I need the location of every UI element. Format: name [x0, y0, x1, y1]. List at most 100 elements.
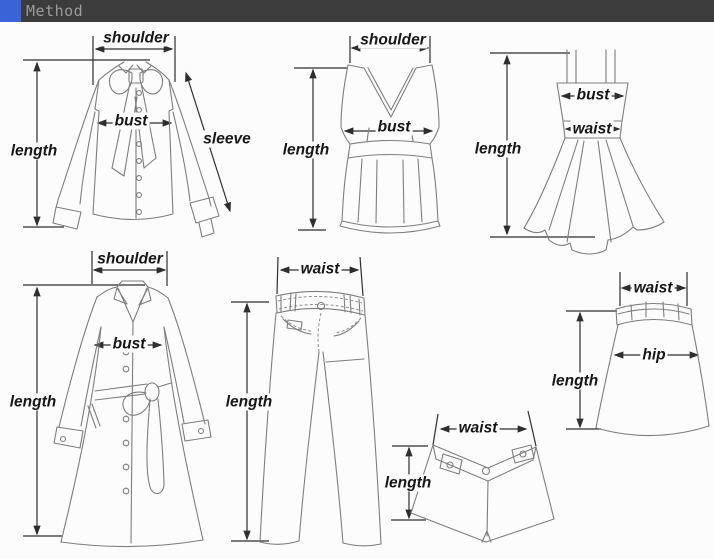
coat-sleeve-left-outer [58, 296, 98, 428]
shorts-tab-right [511, 444, 535, 464]
skirt-waist-label: waist [631, 279, 675, 297]
shorts-tab-right-button [519, 450, 527, 458]
coat-measure-lines [23, 251, 168, 537]
blouse-sleeve-left-inner [79, 111, 96, 205]
coat-shoulders [96, 286, 169, 299]
coat-belt [94, 382, 172, 401]
coat-pocket [87, 403, 101, 429]
skirt-waistband [615, 303, 693, 326]
dress-straps [566, 49, 616, 84]
skirt-seam-right [691, 324, 710, 427]
pants-inseam-right [322, 351, 344, 544]
skirt-measure-lines [566, 272, 700, 430]
dress-hem [523, 221, 665, 255]
pants-fly-stitching [317, 312, 322, 353]
pants-length-label: length [223, 393, 275, 411]
pants-pocket-left-stitch [280, 315, 312, 332]
coat-length-label: length [7, 393, 59, 411]
pants-waistband-stitching [277, 296, 364, 312]
shorts-tab-left [439, 453, 463, 475]
coat-cuff-right [181, 419, 212, 442]
pants-waist-ext-right [359, 256, 364, 297]
dress-skirt-left-edge [523, 137, 566, 229]
tank-hem [339, 220, 441, 234]
blouse-bust-label: bust [112, 112, 150, 130]
tank-lower-sides [341, 157, 439, 222]
shorts-waist-label: waist [456, 419, 500, 437]
coat-body-right [163, 326, 204, 541]
dress-skirt-right-edge [619, 137, 665, 223]
pants-hems [259, 540, 382, 547]
shorts-waist-ext-right [527, 410, 537, 447]
header-accent-block [0, 0, 21, 22]
coat-neck-v [117, 287, 148, 323]
coat-belt-knot [144, 382, 160, 402]
blouse-cuff-right-band [198, 218, 215, 238]
blouse-sleeve-label: sleeve [201, 130, 253, 148]
coat-bust-label: bust [110, 335, 148, 353]
coat-belt-tail [146, 398, 165, 494]
pants-thigh-seam [325, 358, 365, 363]
blouse-collar [118, 64, 152, 74]
shorts-tab-left-button [446, 461, 454, 469]
tank-panel-seams [357, 158, 423, 224]
pants-waistband [275, 290, 366, 316]
dress-drawing [523, 49, 665, 255]
dress-waist-label: waist [570, 120, 614, 138]
blouse-length-label: length [8, 142, 60, 160]
blouse-shoulder-label: shoulder [101, 29, 171, 47]
coat-cuff-right-button [197, 427, 205, 435]
blouse-cuff-left [52, 206, 82, 230]
blouse-sleeve-right-inner [172, 111, 191, 202]
pants-inseam-left [298, 351, 320, 542]
skirt-drawing [595, 301, 710, 437]
shorts-length-label: length [382, 474, 434, 492]
pants-button [316, 301, 326, 311]
section-header: Method [0, 0, 714, 22]
section-title: Method [26, 2, 84, 20]
blouse-sleeve-left-outer [55, 79, 100, 209]
coat-front-edge [130, 321, 134, 544]
tank-shoulder-tops [347, 64, 433, 69]
tank-top-drawing [339, 64, 441, 234]
dress-bodice [556, 82, 629, 122]
pants-pocket-right [333, 320, 360, 337]
coat-body-left [60, 326, 102, 543]
dress-bust-label: bust [574, 86, 612, 104]
tank-shoulder-label: shoulder [358, 31, 428, 49]
shorts-hems [410, 512, 555, 543]
blouse-bow-loop-right [139, 69, 163, 95]
tank-vneck-outer [363, 67, 417, 118]
coat-back-collar [116, 280, 149, 288]
tank-vneck-inner [367, 67, 414, 111]
skirt-waistband-notches [630, 301, 680, 321]
shorts-drawing [410, 444, 555, 543]
coat-cuff-left-button [59, 435, 67, 443]
coat-cuff-left [53, 426, 84, 449]
skirt-hem [595, 425, 710, 437]
blouse-bow-knot [128, 68, 144, 84]
blouse-cuff-right [189, 196, 220, 224]
blouse-sleeve-right-outer [168, 79, 212, 207]
tank-length-label: length [280, 141, 332, 159]
tank-side-right [429, 64, 440, 145]
tank-bust-label: bust [375, 118, 413, 136]
shorts-waist-ext-left [432, 413, 439, 446]
skirt-length-label: length [549, 372, 601, 390]
tank-underbust-band [347, 139, 433, 159]
pants-belt-loops [280, 292, 361, 316]
pants-pocket-right-stitch [333, 317, 362, 334]
dress-length-label: length [472, 140, 524, 158]
coat-lapels [113, 287, 152, 306]
coat-belt-loop [122, 391, 151, 416]
coat-sleeve-left-inner [80, 326, 102, 427]
coat-hem [60, 539, 204, 548]
coat-drawing [53, 280, 212, 548]
blouse-measure-lines [23, 36, 231, 228]
skirt-hip-label: hip [640, 346, 668, 364]
shorts-center-button [481, 466, 491, 476]
dress-skirt-folds [548, 139, 634, 243]
shorts-center-seam [481, 480, 492, 543]
